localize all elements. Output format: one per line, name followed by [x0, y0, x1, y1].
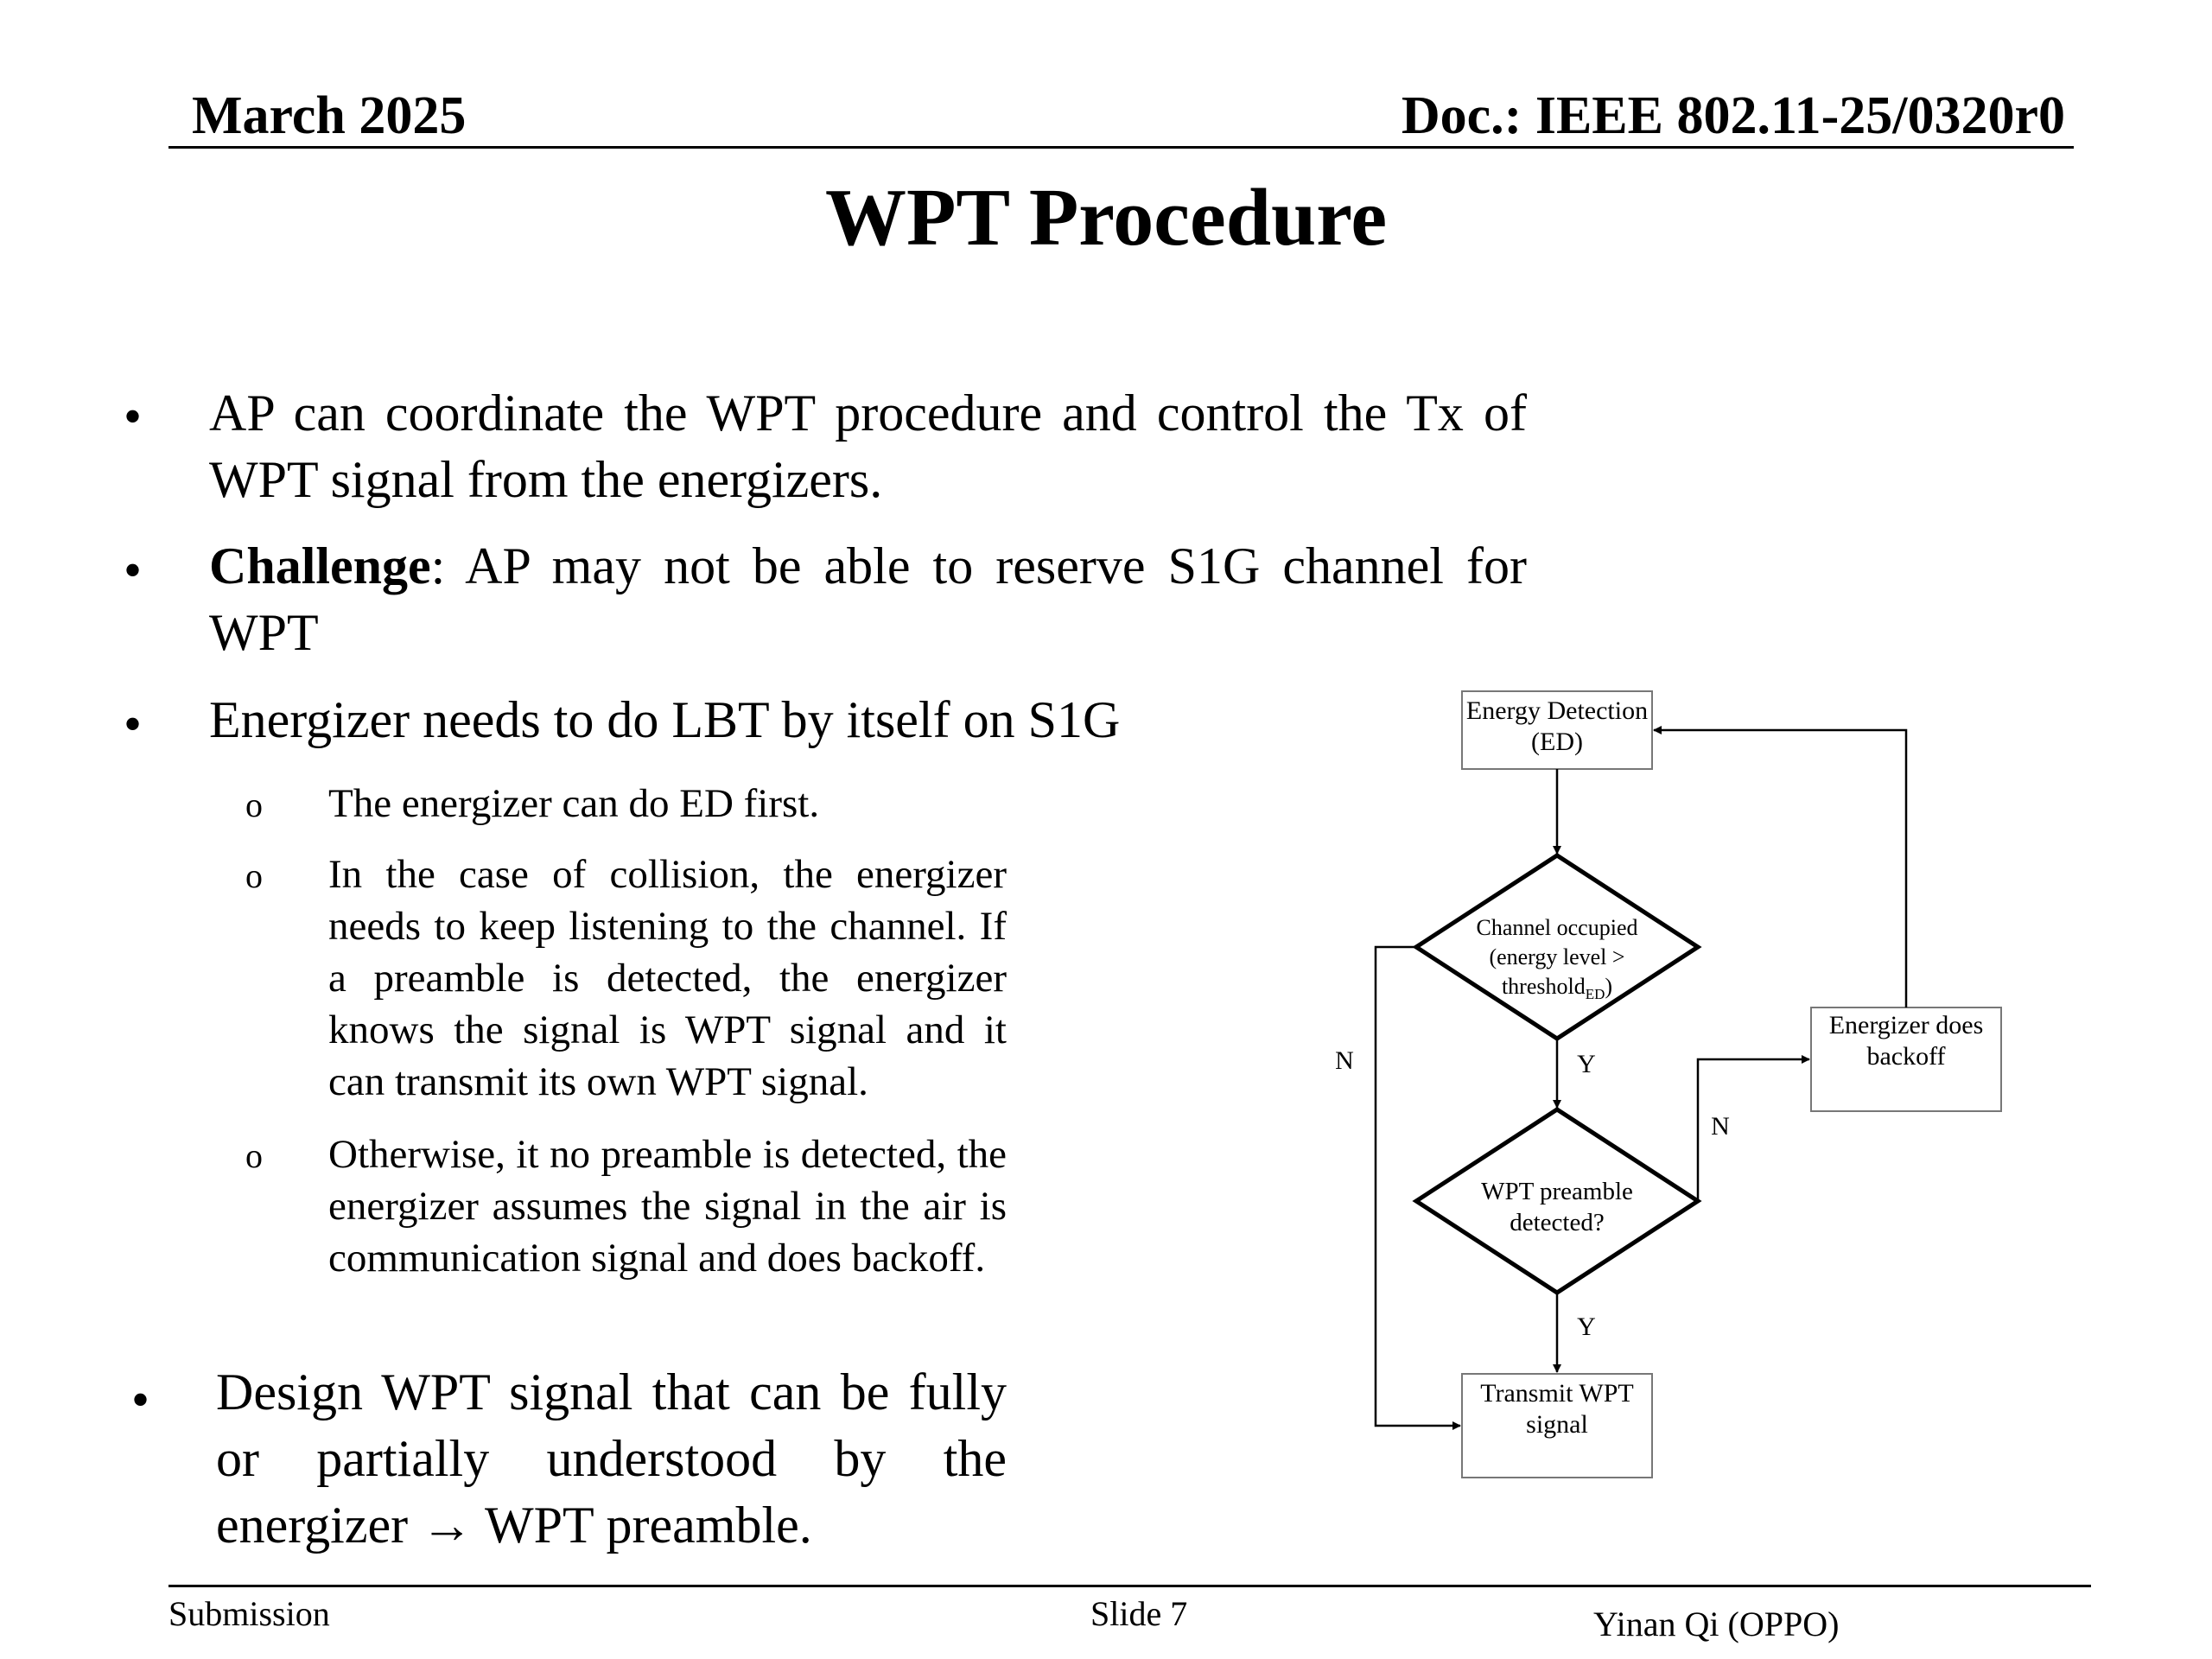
channel-occupied-label: thresholdED): [1502, 974, 1612, 1002]
slide-title: WPT Procedure: [824, 173, 1388, 263]
threshold-close: ): [1605, 974, 1612, 999]
wpt-preamble-label: detected?: [1510, 1209, 1604, 1236]
energizer-backoff-box: [1810, 1007, 2002, 1112]
transmit-wpt-label: Transmit WPT: [1480, 1379, 1634, 1408]
header-date: March 2025: [192, 86, 467, 145]
bullet-2-rest: : AP may not be able to reserve S1G chan…: [209, 537, 1527, 661]
footer-submission: Submission: [168, 1594, 330, 1633]
sub-bullet-marker: o: [245, 856, 263, 895]
backoff-label: Energizer does: [1829, 1011, 1984, 1039]
energy-detection-box: [1461, 690, 1653, 770]
edge-label-n-left: N: [1335, 1046, 1354, 1075]
bullet-marker: •: [124, 388, 143, 445]
bullet-2-text: Challenge: AP may not be able to reserve…: [209, 533, 1527, 666]
arrow-preamble-no-to-backoff: [1696, 1055, 1810, 1201]
edge-label-n-right: N: [1711, 1112, 1730, 1141]
bullet-3-text: Energizer needs to do LBT by itself on S…: [209, 691, 1121, 748]
bullet-marker: •: [124, 542, 143, 599]
sub-bullet-marker: o: [245, 785, 263, 824]
energy-detection-label: Energy Detection: [1466, 696, 1648, 725]
channel-occupied-label: (energy level >: [1489, 944, 1624, 969]
bullet-4-text: Design WPT signal that can be fully or p…: [216, 1363, 1007, 1554]
sub-bullet-1-text: The energizer can do ED first.: [328, 781, 820, 826]
header-rule: [168, 146, 2074, 149]
sub-bullet-3-text: Otherwise, it no preamble is detected, t…: [328, 1132, 1007, 1281]
footer-rule: [168, 1585, 2091, 1587]
bullet-marker: •: [131, 1371, 150, 1428]
footer-slide-number: Slide 7: [1090, 1594, 1188, 1633]
arrow-channel-no-to-transmit: [1374, 945, 1461, 1430]
footer-author: Yinan Qi (OPPO): [1593, 1605, 1840, 1643]
edge-label-y2: Y: [1577, 1313, 1596, 1341]
transmit-wpt-box: [1461, 1373, 1653, 1478]
header-doc-id: Doc.: IEEE 802.11-25/0320r0: [1401, 86, 2065, 145]
threshold-text: threshold: [1502, 974, 1586, 999]
edge-label-y1: Y: [1577, 1050, 1596, 1078]
channel-occupied-label: Channel occupied: [1477, 915, 1638, 940]
threshold-subscript: ED: [1586, 986, 1605, 1002]
backoff-label: backoff: [1866, 1042, 1945, 1071]
wpt-preamble-label: WPT preamble: [1481, 1178, 1633, 1205]
bullet-2-bold: Challenge: [209, 537, 431, 594]
transmit-wpt-label: signal: [1526, 1410, 1588, 1439]
energy-detection-label: (ED): [1531, 728, 1583, 756]
sub-bullet-2-text: In the case of collision, the energizer …: [328, 852, 1007, 1104]
bullet-marker: •: [124, 696, 143, 753]
bullet-1-text: AP can coordinate the WPT procedure and …: [209, 385, 1527, 508]
arrow-backoff-to-ed: [1653, 726, 1908, 1007]
sub-bullet-marker: o: [245, 1136, 263, 1175]
